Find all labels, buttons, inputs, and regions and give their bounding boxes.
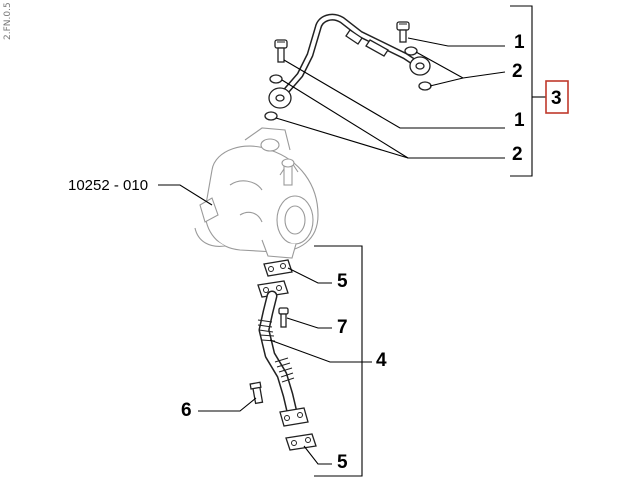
kit-bracket xyxy=(510,5,533,177)
callout-washers-upper-right: 2 xyxy=(512,61,523,82)
leader-7 xyxy=(286,317,332,329)
leader-2-right-a xyxy=(415,51,464,79)
turbo-oil-inlet-stud xyxy=(281,158,295,186)
banjo-fitting-right xyxy=(409,56,431,76)
stud xyxy=(249,381,264,405)
callout-washers-upper-left: 2 xyxy=(512,144,523,165)
banjo-fitting-left xyxy=(268,87,292,109)
callout-bolt-upper-left: 1 xyxy=(514,110,525,131)
callout-gasket-upper: 5 xyxy=(337,271,348,292)
leader-2-left-b xyxy=(275,117,505,159)
callout-return-pipe: 4 xyxy=(376,350,387,371)
oil-return-pipe xyxy=(257,290,298,418)
banjo-bolt-left xyxy=(274,39,288,63)
washer-left-top xyxy=(269,74,283,84)
gasket-lower xyxy=(285,433,317,451)
washer-right-top xyxy=(404,46,418,56)
kit-box xyxy=(545,80,569,114)
leader-1-right xyxy=(407,37,505,47)
turbocharger xyxy=(194,127,319,259)
watermark: 2.FN.0.5 xyxy=(3,2,13,40)
washer-left-bottom xyxy=(264,111,278,121)
callout-bolt-lower: 7 xyxy=(337,317,348,338)
callout-gasket-lower: 5 xyxy=(337,452,348,473)
callout-kit: 3 xyxy=(551,88,562,109)
oil-feed-pipe xyxy=(283,13,418,94)
callout-bolt-upper-right: 1 xyxy=(514,32,525,53)
callout-stud: 6 xyxy=(181,400,192,421)
gasket-upper xyxy=(263,259,293,277)
leader-2-right-b xyxy=(429,71,506,87)
leader-1-left xyxy=(283,59,505,129)
return-pipe-lower-flange xyxy=(279,407,309,427)
leader-5-upper xyxy=(287,267,332,284)
lower-bracket xyxy=(314,245,363,477)
leader-6 xyxy=(198,397,257,412)
banjo-bolt-right xyxy=(396,21,410,43)
leader-2-left-a xyxy=(281,79,409,159)
washer-right-bottom xyxy=(418,81,432,91)
flange-bolt xyxy=(278,307,289,328)
leader-4 xyxy=(269,339,372,363)
reference-leader xyxy=(158,184,213,206)
leader-5-lower xyxy=(303,445,332,465)
reference-code: 10252 - 010 xyxy=(68,177,148,194)
return-pipe-upper-flange xyxy=(257,280,289,298)
